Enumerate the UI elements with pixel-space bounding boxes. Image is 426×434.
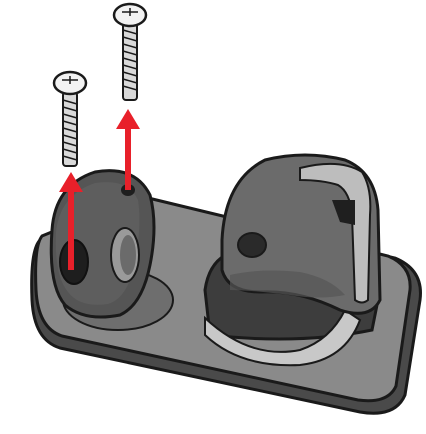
detached-cover (51, 171, 154, 317)
screw-left (54, 72, 86, 166)
cam-cleat (205, 155, 380, 365)
screw-right (114, 4, 146, 100)
